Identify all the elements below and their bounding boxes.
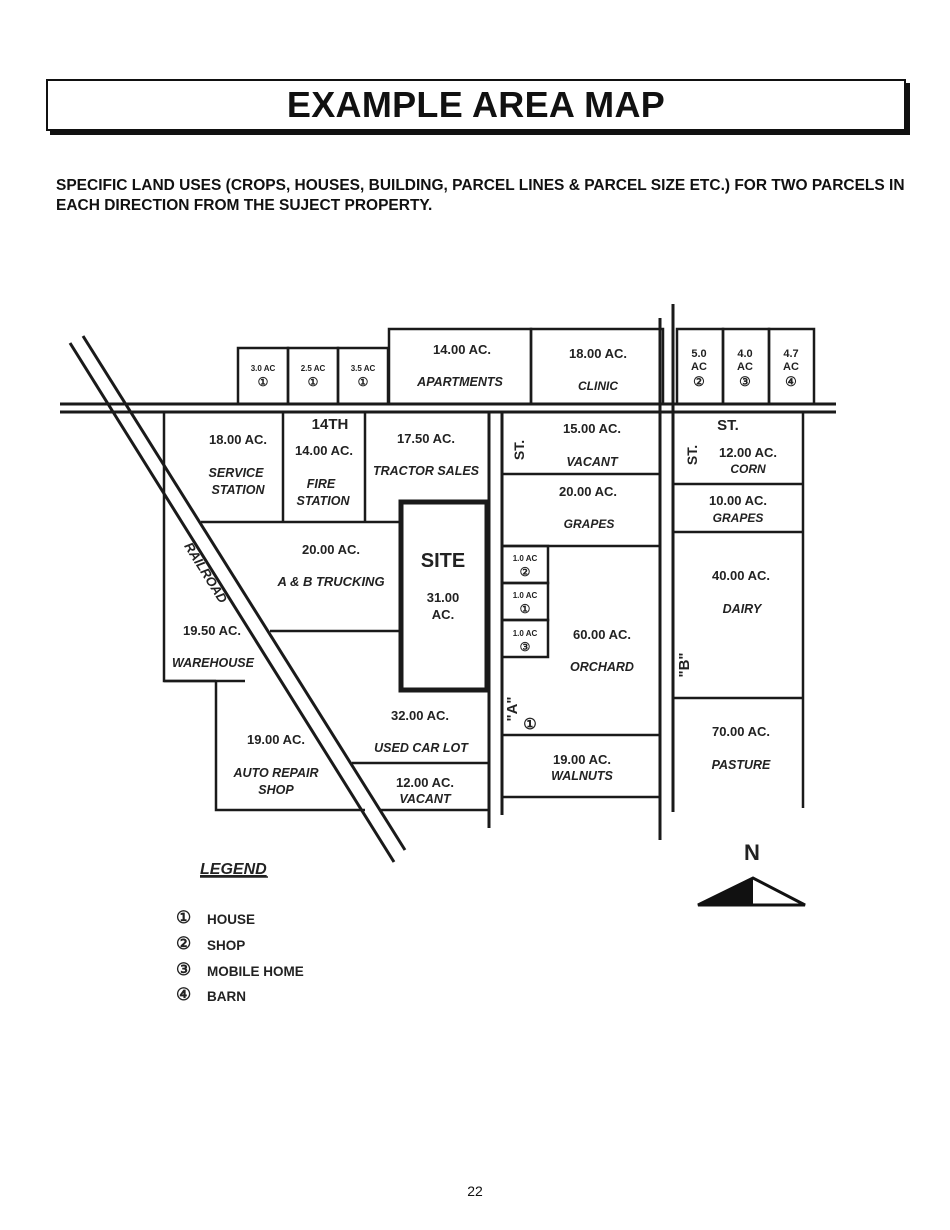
legend-mobile-home-symbol: ③ [176,960,191,979]
site-size-b: AC. [432,607,454,622]
legend-title: LEGEND [200,861,267,878]
parcel-clinic [529,327,665,406]
small-parcel-3 [500,618,550,659]
parcel-5ac-size-b: AC [691,361,707,373]
parcel-4ac-symbol: ③ [739,374,751,389]
parcel-5ac-symbol: ② [693,374,705,389]
walnuts-size: 19.00 AC. [553,752,611,767]
site-size-a: 31.00 [427,590,460,605]
tractor-sales-size: 17.50 AC. [397,431,455,446]
service-station-size: 18.00 AC. [209,432,267,447]
north-label: N [744,840,760,865]
railroad-track-right [81,335,407,851]
parcel-4ac-size-b: AC [737,361,753,373]
page-number: 22 [467,1183,483,1199]
legend-shop-label: SHOP [207,938,245,953]
apartments-size: 14.00 AC. [433,342,491,357]
parcel-47ac [767,327,816,406]
parcel-3ac-size: 3.0 AC [251,364,276,373]
corn-size: 12.00 AC. [719,445,777,460]
site-name: SITE [421,550,465,572]
street-a-st-label: ST. [511,440,527,460]
auto-repair-use-a: AUTO REPAIR [233,766,319,780]
street-a-label: "A" [504,696,521,721]
legend: LEGEND ① HOUSE ② SHOP ③ MOBILE HOME ④ BA… [176,861,304,1004]
fire-station-use-a: FIRE [307,477,336,491]
parcel-4ac-size-a: 4.0 [737,348,752,360]
small-parcel-3-symbol: ③ [520,640,531,654]
title-box: EXAMPLE AREA MAP [46,79,906,131]
parcel-25ac-size: 2.5 AC [301,364,326,373]
map-lines [60,304,836,863]
clinic-size: 18.00 AC. [569,346,627,361]
dairy-size: 40.00 AC. [712,568,770,583]
grapes-1-use: GRAPES [564,517,615,531]
clinic-use: CLINIC [578,379,618,393]
vacant-east-use: VACANT [566,455,619,469]
parcel-47ac-size-b: AC [783,361,799,373]
grapes-2-size: 10.00 AC. [709,493,767,508]
small-parcel-3-size: 1.0 AC [513,629,538,638]
street-b-label: "B" [676,652,693,677]
warehouse-use: WAREHOUSE [172,656,255,670]
vacant-south-size: 12.00 AC. [396,775,454,790]
fire-station-use-b: STATION [296,494,350,508]
parcel-35ac-symbol: ① [358,375,369,389]
railroad-label: RAILROAD [181,540,230,607]
grapes-1-size: 20.00 AC. [559,484,617,499]
small-parcel-1-symbol: ② [520,565,531,579]
small-parcel-2-size: 1.0 AC [513,591,538,600]
orchard-use: ORCHARD [570,660,634,674]
legend-house-symbol: ① [176,908,191,927]
service-station-use-a: SERVICE [209,466,265,480]
parcel-5ac-size-a: 5.0 [691,348,706,360]
legend-barn-symbol: ④ [176,985,191,1004]
orchard-size: 60.00 AC. [573,627,631,642]
auto-repair-use-b: SHOP [258,783,294,797]
west-block-outline [138,410,216,683]
pasture-use: PASTURE [712,758,771,772]
auto-repair-size: 19.00 AC. [247,732,305,747]
walnuts-use: WALNUTS [551,769,613,783]
legend-mobile-home-label: MOBILE HOME [207,964,304,979]
parcel-apartments [387,327,533,406]
service-station-use-b: STATION [211,483,265,497]
parcel-47ac-size-a: 4.7 [783,348,798,360]
legend-barn-label: BARN [207,989,246,1004]
subtitle: SPECIFIC LAND USES (CROPS, HOUSES, BUILD… [56,177,905,214]
used-car-use: USED CAR LOT [374,741,469,755]
fire-station-size: 14.00 AC. [295,443,353,458]
parcel-35ac-size: 3.5 AC [351,364,376,373]
street-st-label: ST. [717,417,739,434]
parcel-25ac-symbol: ① [308,375,319,389]
street-b-st-label: ST. [684,445,700,465]
pasture-size: 70.00 AC. [712,724,770,739]
north-arrow-fill [698,878,753,905]
vacant-east-size: 15.00 AC. [563,421,621,436]
page-title: EXAMPLE AREA MAP [286,84,666,125]
legend-house-label: HOUSE [207,912,255,927]
dairy-use: DAIRY [723,602,763,616]
used-car-size: 32.00 AC. [391,708,449,723]
railroad-track-left [68,342,396,863]
small-parcel-2-symbol: ① [520,602,531,616]
auto-repair-outline [214,681,365,812]
apartments-use: APARTMENTS [416,375,503,389]
trucking-use: A & B TRUCKING [276,574,384,589]
legend-shop-symbol: ② [176,934,191,953]
corn-use: CORN [730,462,766,476]
warehouse-size: 19.50 AC. [183,623,241,638]
tractor-sales-use: TRACTOR SALES [373,464,480,478]
north-arrow: N [697,840,806,907]
house-on-street-a: ① [523,716,536,733]
small-parcel-1-size: 1.0 AC [513,554,538,563]
trucking-size: 20.00 AC. [302,542,360,557]
parcel-3ac-symbol: ① [258,375,269,389]
parcel-47ac-symbol: ④ [785,374,797,389]
site-parcel-border [398,499,490,693]
vacant-south-use: VACANT [399,792,452,806]
street-14th-label: 14TH [312,416,349,433]
grapes-2-use: GRAPES [713,511,764,525]
